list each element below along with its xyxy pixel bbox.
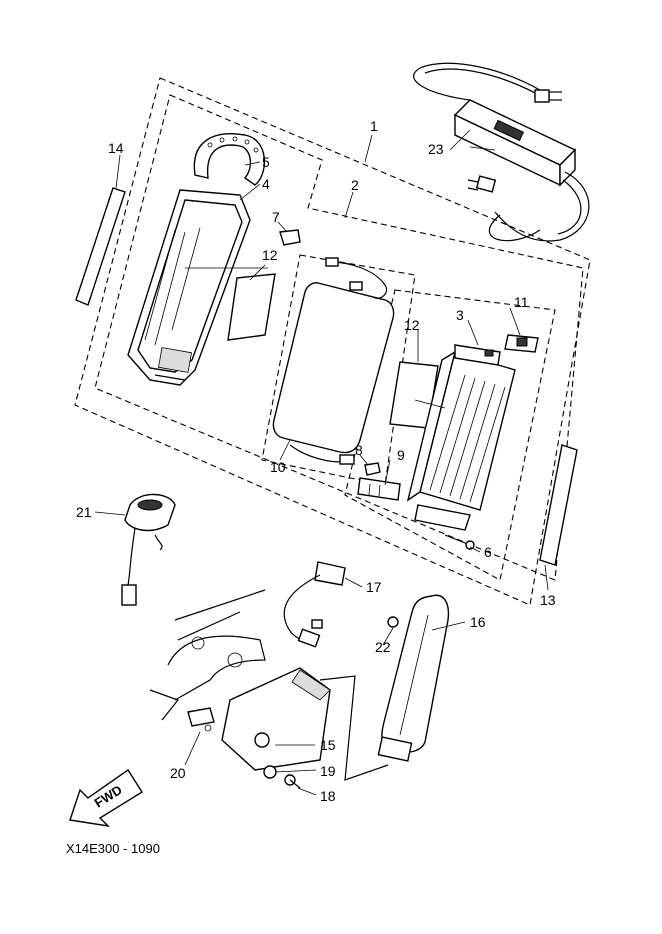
pad-12-left [227,273,276,341]
bracket-15 [221,667,389,781]
charger-part [413,62,590,242]
callout-20: 20 [170,765,186,781]
callout-7: 7 [272,209,280,225]
connector-8-9 [357,462,401,501]
fwd-arrow-icon: FWD [69,769,143,828]
callout-12-left: 12 [262,247,278,263]
callout-1: 1 [370,118,378,134]
callout-12-right: 12 [404,317,420,333]
callout-2: 2 [351,177,359,193]
callout-22: 22 [375,639,391,655]
fasteners-18-19-20 [187,707,301,789]
controller-part [406,344,516,531]
diagram-code: X14E300 - 1090 [66,841,160,856]
callout-13: 13 [540,592,556,608]
callout-16: 16 [470,614,486,630]
stickers [75,187,578,566]
callout-3: 3 [456,307,464,323]
callout-10: 10 [270,459,286,475]
handle-part [193,133,266,186]
callout-19: 19 [320,763,336,779]
callout-labels: 1 2 3 4 5 6 7 8 9 10 11 12 12 13 14 15 1… [76,118,556,804]
harness-17 [283,561,346,648]
callout-4: 4 [262,176,270,192]
battery-cells [272,257,395,465]
callout-5: 5 [262,154,270,170]
connector-7 [279,229,301,246]
callout-18: 18 [320,788,336,804]
leader-lines [94,129,549,796]
callout-23: 23 [428,141,444,157]
battery-case-left [127,189,251,386]
callout-11: 11 [514,294,529,310]
connector-11 [504,334,539,353]
callout-15: 15 [320,737,336,753]
callout-14: 14 [108,140,124,156]
screw-6 [444,534,475,550]
callout-9: 9 [397,447,405,463]
frame-section [149,589,266,721]
callout-17: 17 [366,579,382,595]
callout-21: 21 [76,504,92,520]
cover-16 [377,594,450,762]
callout-8: 8 [355,442,363,458]
callout-6: 6 [484,544,492,560]
switch-21 [121,493,176,606]
